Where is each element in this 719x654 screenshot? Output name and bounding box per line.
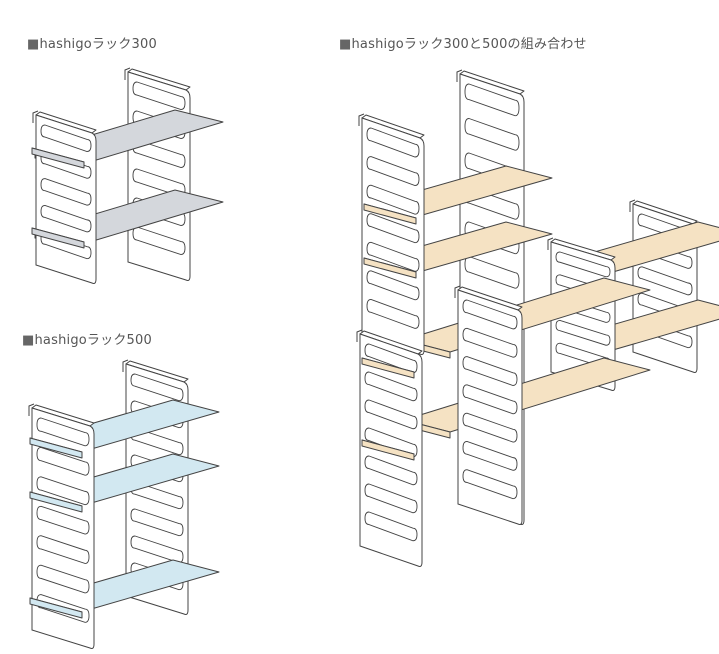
- panel-hook: [32, 110, 39, 123]
- shelf-front-edge: [29, 437, 83, 459]
- left-upper-ladder-panel: [358, 113, 425, 355]
- ladder-slot: [40, 124, 92, 152]
- panel-hook: [122, 359, 129, 372]
- panel-hook: [124, 67, 131, 80]
- ladder-slot: [637, 266, 693, 296]
- caption-label: hashigoラック300: [39, 37, 157, 52]
- shelf-board: [403, 357, 651, 439]
- ladder-slot: [555, 319, 611, 346]
- ladder-slot: [464, 118, 520, 151]
- ladder-slot: [462, 469, 518, 500]
- shelf-front-tab: [29, 597, 83, 619]
- ladder-slot: [366, 213, 420, 244]
- shelf-front-tab: [361, 439, 415, 461]
- ladder-slot: [462, 299, 518, 330]
- shelf-front-tab: [363, 257, 417, 279]
- shelf-front-tab: [31, 227, 85, 249]
- caption-label: hashigoラック300と500の組み合わせ: [351, 37, 587, 52]
- ladder-slot: [364, 371, 418, 402]
- shelf-front-edge: [29, 597, 83, 619]
- caption-hashigo-rack-combination: ■hashigoラック300と500の組み合わせ: [339, 33, 587, 52]
- ladder-slot: [462, 356, 518, 386]
- shelf-front-tab: [31, 147, 85, 169]
- caption-label: hashigoラック500: [34, 333, 152, 348]
- panel-hook: [629, 199, 636, 212]
- panel-hook: [356, 329, 363, 342]
- shelf-front-tab: [361, 357, 415, 379]
- center-front-ladder-panel: [454, 285, 523, 525]
- left-lower-ladder-panel: [356, 329, 423, 567]
- ladder-slot: [132, 226, 186, 256]
- shelf-front-edge: [361, 439, 415, 461]
- ladder-slot: [462, 327, 518, 358]
- caption-hashigo-rack-300: ■hashigoラック300: [27, 33, 157, 52]
- shelf-front-edge: [363, 203, 417, 225]
- ladder-slot: [36, 535, 90, 564]
- ladder-slot: [364, 455, 418, 486]
- ladder-slot: [366, 184, 420, 215]
- ladder-slot: [364, 511, 418, 542]
- panel-hook: [28, 403, 35, 416]
- ladder-slot: [464, 256, 520, 289]
- panel-hook: [358, 113, 365, 126]
- shelf-front-edge: [29, 491, 83, 513]
- ladder-slot: [36, 417, 90, 447]
- shelf-front-edge: [31, 227, 85, 249]
- ladder-slot: [462, 384, 518, 415]
- ladder-slot: [555, 251, 611, 278]
- ladder-slot: [366, 127, 420, 158]
- panel-hook: [456, 69, 463, 82]
- ladder-slot: [36, 564, 90, 594]
- ladder-slot: [36, 446, 90, 476]
- ladder-slot: [364, 399, 418, 430]
- ladder-slot: [462, 412, 518, 443]
- ladder-slot: [40, 204, 92, 233]
- shelf-front-edge: [31, 147, 85, 169]
- ladder-slot: [464, 83, 520, 117]
- shelf-top: [403, 357, 651, 433]
- shelf-front-edge: [361, 357, 415, 379]
- ladder-slot: [366, 298, 420, 329]
- shelf-front-tab: [29, 491, 83, 513]
- caption-hashigo-rack-500: ■hashigoラック500: [22, 329, 152, 348]
- ladder-slot: [36, 476, 90, 506]
- ladder-slot: [130, 373, 184, 402]
- ladder-slot: [130, 508, 184, 537]
- square-marker-icon: ■: [339, 37, 352, 52]
- ladder-slot: [462, 440, 518, 471]
- shelf-front-edge: [363, 257, 417, 279]
- square-marker-icon: ■: [27, 37, 40, 52]
- panel-hook: [547, 237, 554, 250]
- ladder-slot: [366, 270, 420, 301]
- panel-hook: [454, 285, 461, 298]
- ladder-slot: [364, 483, 418, 514]
- square-marker-icon: ■: [22, 333, 35, 348]
- ladder-slot: [132, 81, 186, 111]
- ladder-slot: [36, 505, 90, 535]
- ladder-slot: [366, 156, 420, 187]
- shelf-front-tab: [29, 437, 83, 459]
- ladder-slot: [40, 178, 92, 206]
- shelf-front-tab: [363, 203, 417, 225]
